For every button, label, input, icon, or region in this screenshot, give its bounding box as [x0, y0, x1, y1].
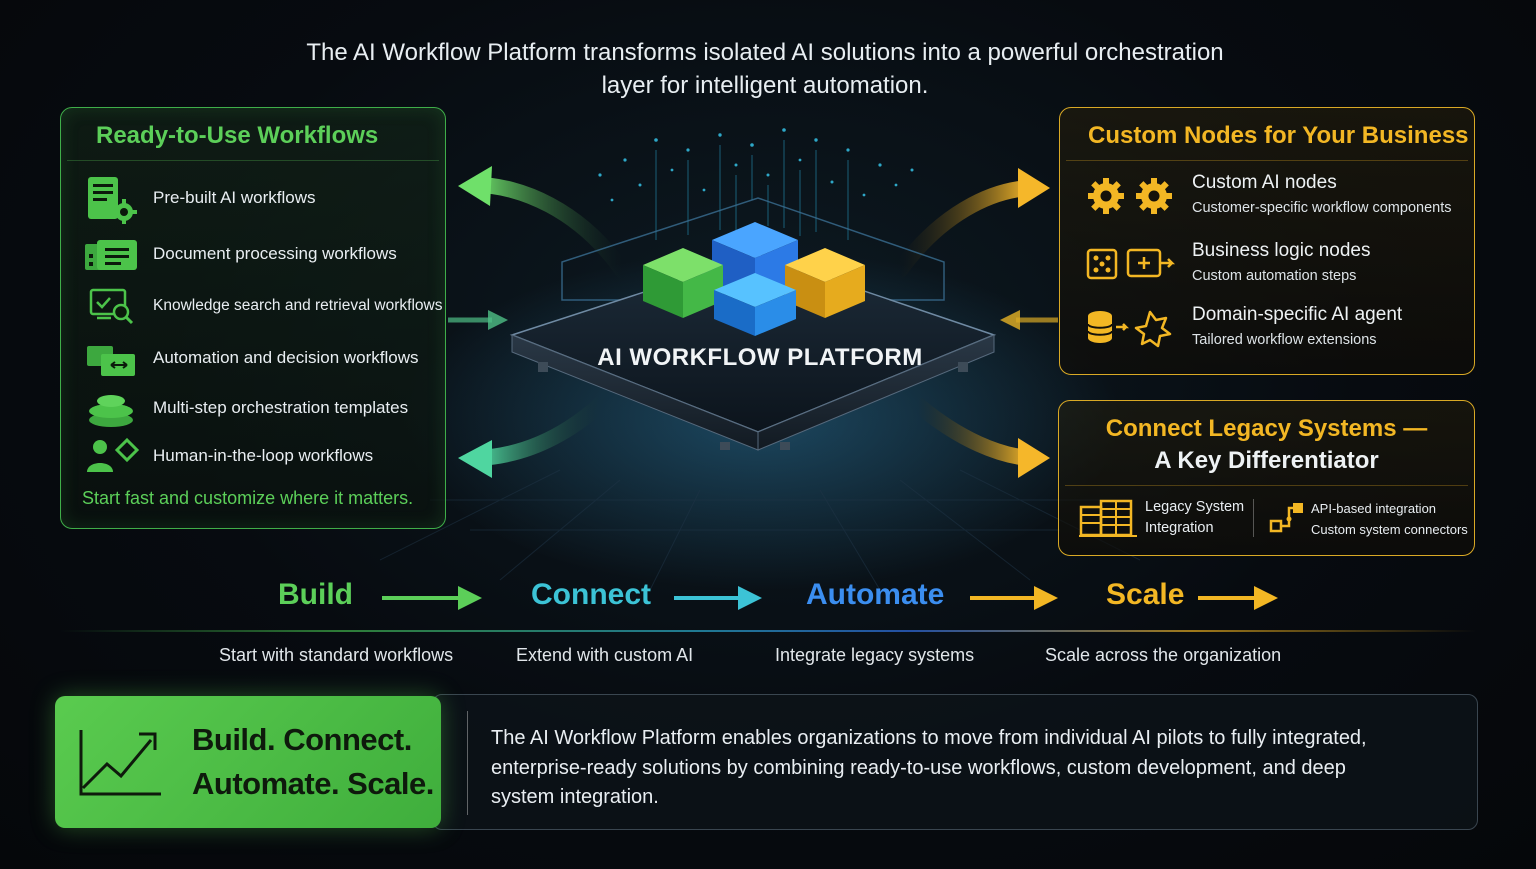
panel-tagline: Start fast and customize where it matter… — [82, 488, 414, 508]
building-server-icon — [1079, 499, 1137, 537]
node-title: Domain-specific AI agent — [1192, 304, 1403, 325]
document-gear-icon — [88, 177, 137, 224]
divider — [1066, 160, 1468, 161]
workflow-label: Document processing workflows — [153, 244, 397, 263]
ready-workflows-panel: Ready-to-Use Workflows Pre-built AI work… — [60, 107, 446, 529]
workflow-label: Automation and decision workflows — [153, 348, 419, 367]
custom-nodes-panel: Custom Nodes for Your Business Custom AI… — [1059, 107, 1475, 375]
node-item: Business logic nodes Custom automation s… — [1084, 240, 1472, 296]
workflow-item: Multi-step orchestration templates — [83, 386, 443, 434]
legacy-line2: Integration — [1145, 520, 1214, 536]
node-title: Custom AI nodes — [1192, 172, 1337, 193]
divider — [1065, 485, 1468, 486]
node-item: Domain-specific AI agent Tailored workfl… — [1084, 304, 1472, 360]
documents-icon — [85, 240, 137, 270]
node-subtitle: Tailored workflow extensions — [1192, 332, 1377, 348]
summary-panel: The AI Workflow Platform enables organiz… — [432, 694, 1478, 830]
logic-nodes-icon — [1086, 248, 1176, 280]
panel-title-line1: Connect Legacy Systems — — [1105, 415, 1428, 442]
step-arrows — [382, 586, 1278, 610]
steps-divider — [60, 630, 1476, 632]
arrow-right-icon — [1198, 586, 1278, 610]
headline: The AI Workflow Platform transforms isol… — [306, 39, 1224, 99]
workflow-item: Automation and decision workflows — [83, 336, 443, 384]
node-item: Custom AI nodes Customer-specific workfl… — [1084, 172, 1472, 228]
workflow-item: Pre-built AI workflows — [83, 176, 443, 224]
slogan-card: Build. Connect. Automate. Scale. — [55, 696, 441, 828]
step-scale: Scale — [1106, 578, 1185, 611]
workflow-item: Human-in-the-loop workflows — [83, 434, 443, 482]
legacy-integration-item: Legacy System Integration — [1079, 497, 1255, 541]
slogan-line1: Build. Connect. — [192, 722, 412, 757]
slogan-line2: Automate. Scale. — [192, 766, 434, 801]
divider — [67, 160, 439, 161]
panel-title: Custom Nodes for Your Business — [1088, 122, 1469, 149]
legacy-line1: Legacy System — [1145, 499, 1245, 515]
separator — [467, 711, 468, 815]
folders-arrows-icon — [87, 346, 135, 376]
node-subtitle: Customer-specific workflow components — [1192, 200, 1452, 216]
step-build-desc: Start with standard workflows — [219, 645, 454, 665]
step-automate: Automate — [806, 578, 945, 611]
separator — [1253, 499, 1254, 537]
database-agent-icon — [1087, 310, 1172, 348]
arrow-right-icon — [970, 586, 1058, 610]
workflow-item: Knowledge search and retrieval workflows — [83, 284, 443, 332]
api-line2: Custom system connectors — [1311, 522, 1468, 537]
arrow-right-icon — [382, 586, 482, 610]
api-integration-item: API-based integration Custom system conn… — [1265, 497, 1475, 541]
step-connect: Connect — [531, 578, 651, 611]
api-connector-icon — [1269, 503, 1303, 533]
slogan: Build. Connect. Automate. Scale. — [192, 718, 434, 806]
workflow-label: Knowledge search and retrieval workflows — [153, 297, 443, 314]
person-diamond-icon — [87, 437, 140, 472]
workflow-label: Human-in-the-loop workflows — [153, 446, 374, 465]
step-connect-desc: Extend with custom AI — [516, 645, 694, 665]
step-scale-desc: Scale across the organization — [1045, 645, 1282, 665]
gears-icon — [1088, 178, 1172, 214]
growth-chart-icon — [79, 730, 161, 796]
panel-title: Connect Legacy Systems — A Key Different… — [1059, 413, 1474, 477]
arrow-right-icon — [674, 586, 762, 610]
step-build: Build — [278, 578, 353, 611]
node-title: Business logic nodes — [1192, 240, 1371, 261]
api-line1: API-based integration — [1311, 501, 1437, 516]
legacy-systems-panel: Connect Legacy Systems — A Key Different… — [1058, 400, 1475, 556]
panel-title-line2: A Key Differentiator — [1154, 447, 1379, 474]
stacked-layers-icon — [89, 395, 133, 427]
workflow-label: Multi-step orchestration templates — [153, 398, 409, 417]
summary-text: The AI Workflow Platform enables organiz… — [491, 727, 1367, 808]
panel-title: Ready-to-Use Workflows — [96, 122, 379, 149]
platform-label: AI WORKFLOW PLATFORM — [597, 344, 923, 371]
node-subtitle: Custom automation steps — [1192, 268, 1357, 284]
screen-search-icon — [89, 288, 134, 325]
step-automate-desc: Integrate legacy systems — [775, 645, 975, 665]
workflow-item: Document processing workflows — [83, 232, 443, 280]
workflow-label: Pre-built AI workflows — [153, 188, 316, 207]
